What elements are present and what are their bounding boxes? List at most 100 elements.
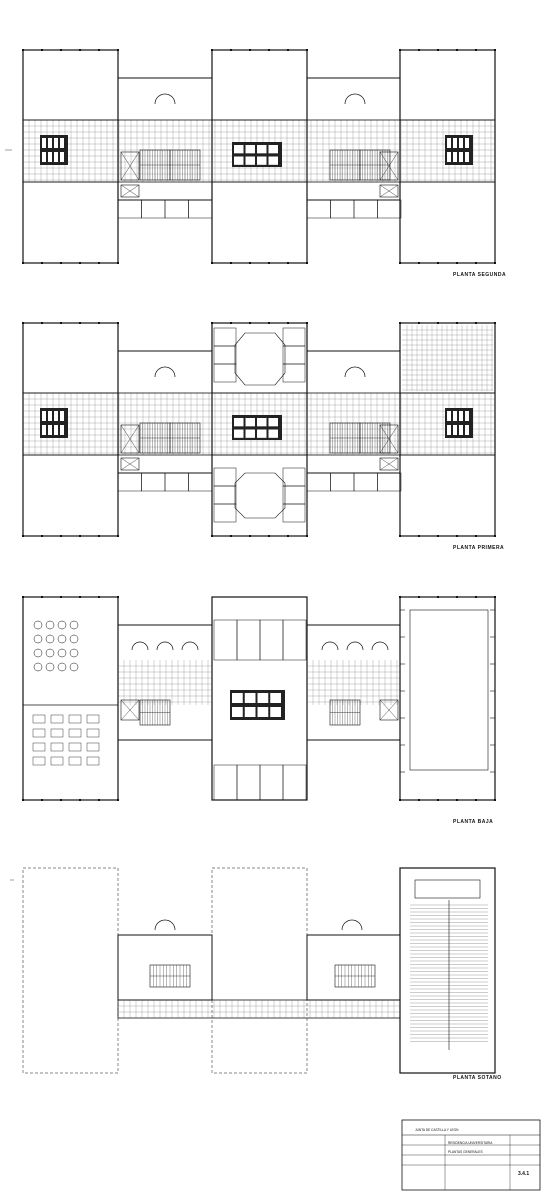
column	[287, 262, 289, 264]
column	[418, 262, 420, 264]
column	[98, 322, 100, 324]
assembly-hall	[409, 609, 489, 771]
column	[437, 322, 439, 324]
column	[494, 535, 496, 537]
column	[456, 596, 458, 598]
dining-table	[45, 634, 55, 644]
dining-table	[57, 648, 67, 658]
toilet-stall	[48, 411, 52, 421]
column	[98, 596, 100, 598]
table	[68, 742, 82, 752]
column	[211, 262, 213, 264]
column	[494, 322, 496, 324]
lift-cross	[120, 184, 140, 198]
toilet-stall	[234, 156, 244, 165]
lift-shaft	[379, 151, 399, 181]
lift-cross	[379, 151, 399, 181]
column	[306, 535, 308, 537]
lift-shaft	[120, 184, 140, 198]
dining-table	[33, 620, 43, 630]
column	[249, 49, 251, 51]
table	[68, 714, 82, 724]
room	[377, 199, 402, 219]
lift-cross	[379, 699, 399, 721]
column	[249, 262, 251, 264]
room	[236, 619, 261, 661]
column	[60, 799, 62, 801]
toilet-stall	[453, 138, 457, 148]
toilet-stall	[42, 425, 46, 435]
column	[230, 322, 232, 324]
room	[282, 345, 306, 365]
toilet-stall	[257, 429, 267, 438]
column	[268, 322, 270, 324]
column	[399, 535, 401, 537]
column	[399, 322, 401, 324]
toilet-stall	[232, 707, 243, 717]
table	[68, 728, 82, 738]
room	[282, 619, 307, 661]
plan-title-primera: PLANTA PRIMERA	[453, 545, 505, 551]
toilet-stall	[60, 138, 64, 148]
room	[164, 199, 189, 219]
column	[79, 535, 81, 537]
column	[418, 322, 420, 324]
toilet-stall	[447, 411, 451, 421]
toilet-stall	[60, 411, 64, 421]
toilet-stall	[459, 425, 463, 435]
wing-left	[22, 322, 119, 537]
column	[418, 49, 420, 51]
column	[60, 596, 62, 598]
arched-window	[154, 93, 176, 105]
plan-title-baja: PLANTA BAJA	[453, 819, 494, 825]
room	[377, 472, 402, 492]
column	[456, 535, 458, 537]
toilet-stall	[453, 152, 457, 162]
wing-left	[22, 49, 119, 264]
toilet-stall	[54, 152, 58, 162]
room	[213, 764, 238, 801]
table	[50, 714, 64, 724]
column	[41, 596, 43, 598]
column	[494, 262, 496, 264]
arched-window	[156, 641, 174, 651]
toilet-stall	[459, 411, 463, 421]
table	[32, 742, 46, 752]
column	[475, 322, 477, 324]
table	[50, 742, 64, 752]
column	[287, 535, 289, 537]
arched-window	[344, 93, 366, 105]
dining-table	[69, 620, 79, 630]
column	[268, 262, 270, 264]
table	[32, 714, 46, 724]
room	[353, 472, 378, 492]
column	[60, 49, 62, 51]
toilet-stall	[465, 425, 469, 435]
column	[98, 262, 100, 264]
column	[22, 596, 24, 598]
lift-cross	[379, 184, 399, 198]
toilet-stall	[42, 138, 46, 148]
toilet-stall	[245, 429, 255, 438]
toilet-stall	[234, 418, 244, 427]
lift-cross	[120, 699, 140, 721]
toilet-stall	[459, 138, 463, 148]
column	[437, 799, 439, 801]
toilet-stall	[257, 693, 269, 703]
room	[141, 472, 166, 492]
column	[41, 262, 43, 264]
toilet-stall	[244, 693, 256, 703]
lift-cross	[120, 424, 140, 454]
room	[117, 472, 142, 492]
table	[86, 728, 100, 738]
arched-window	[346, 641, 364, 651]
toilet-stall	[257, 707, 269, 717]
room	[282, 327, 306, 347]
arched-window	[154, 366, 176, 378]
column	[268, 49, 270, 51]
room	[213, 485, 237, 505]
column	[399, 596, 401, 598]
toilet-stall	[465, 152, 469, 162]
column	[60, 322, 62, 324]
